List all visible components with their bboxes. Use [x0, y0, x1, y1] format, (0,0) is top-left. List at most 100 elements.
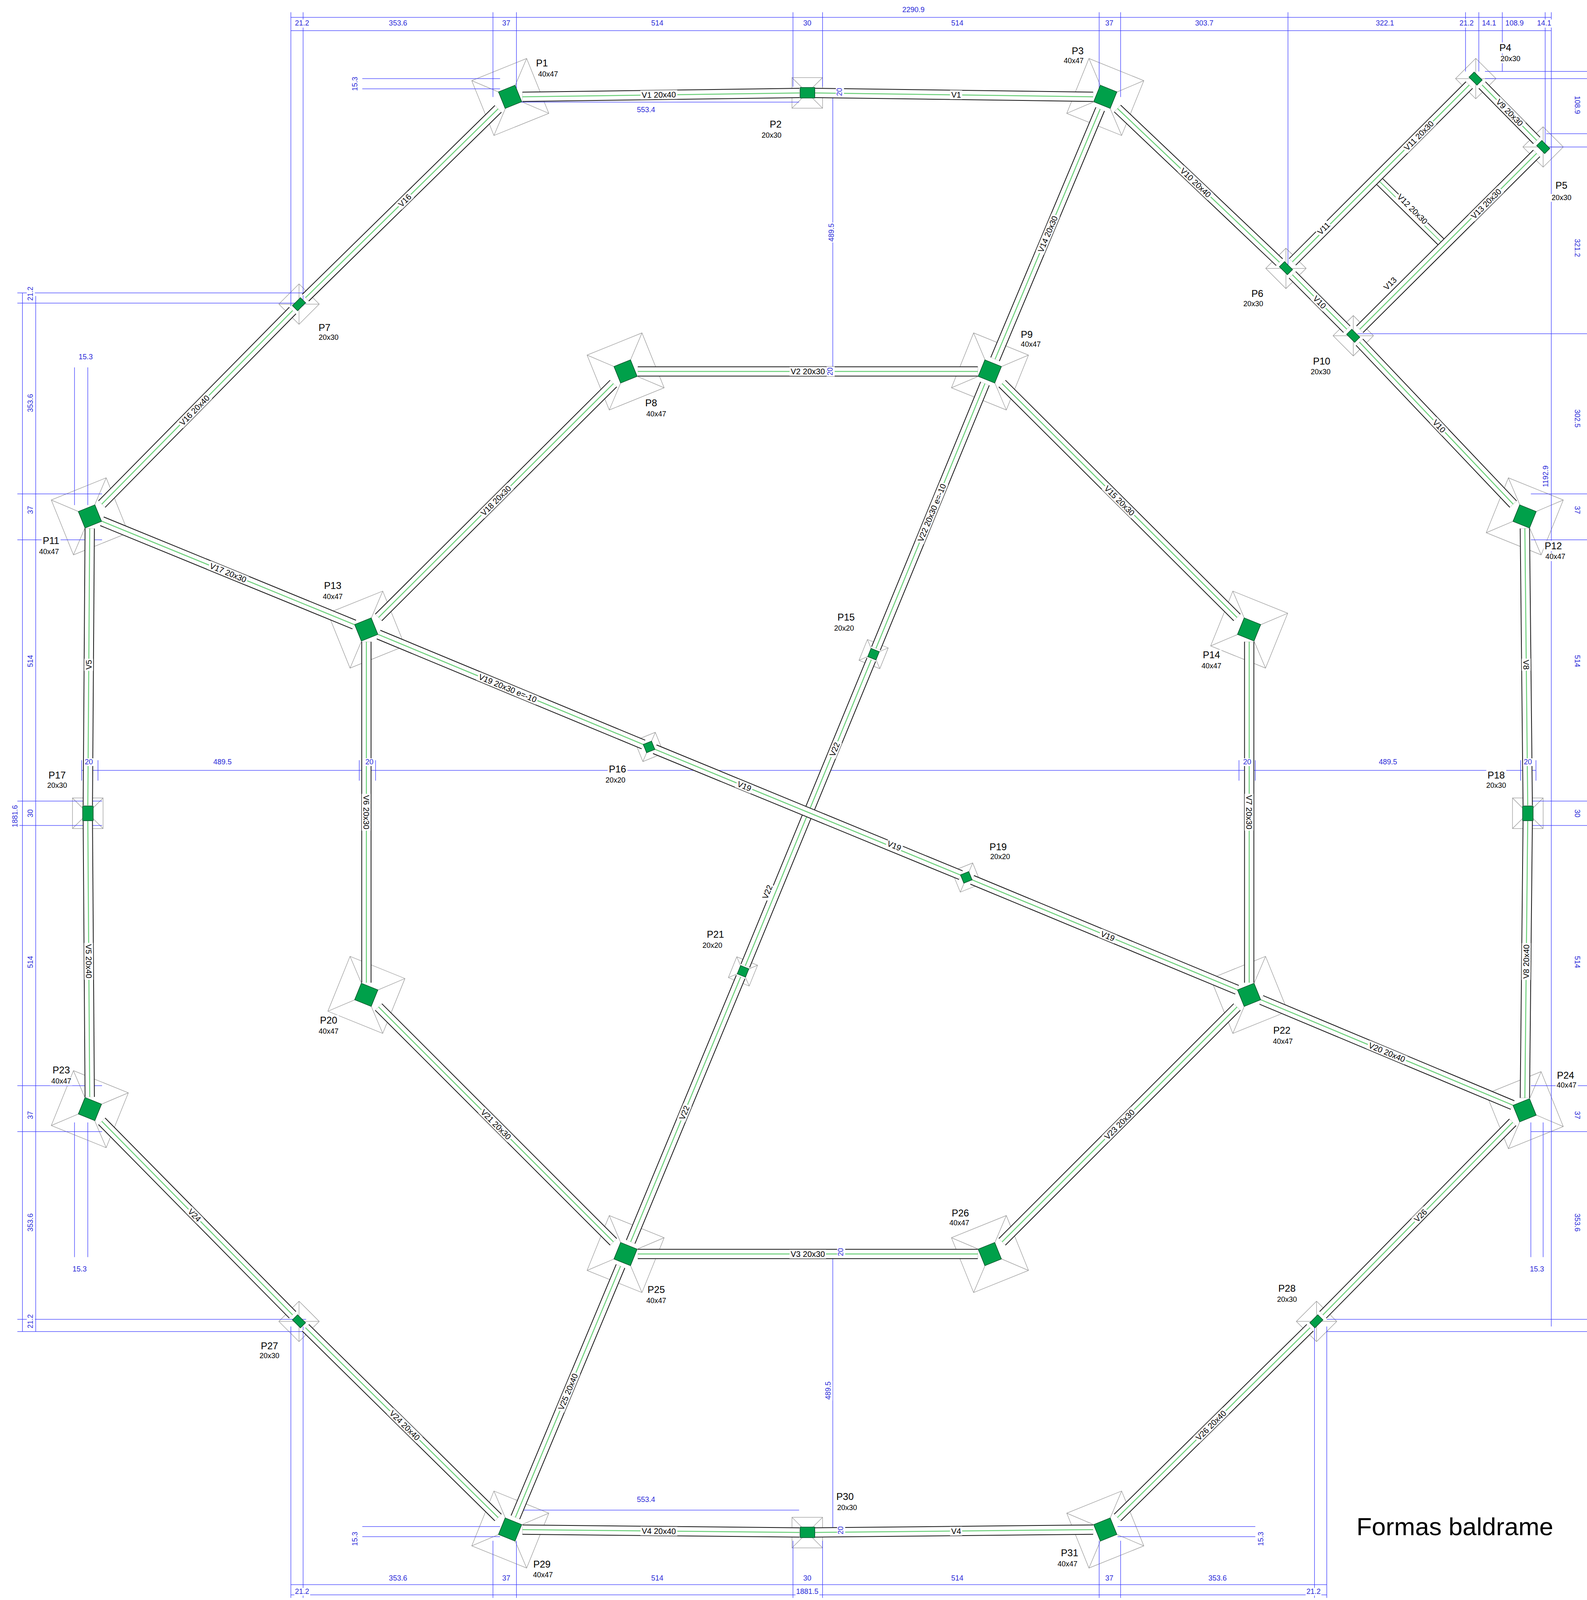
beam-fill	[305, 1328, 498, 1519]
pillar: P1240x47	[1512, 504, 1537, 529]
pillar-name: P26	[950, 1208, 971, 1219]
drawing-part	[290, 12, 1552, 1327]
pillar: P2120x20	[737, 965, 749, 978]
beam	[875, 383, 985, 649]
dimension-text: 489.5	[1377, 758, 1398, 767]
beam-label: V22	[677, 1103, 692, 1123]
beam-outline	[515, 1266, 621, 1518]
dimension-text: 353.6	[26, 1212, 35, 1233]
drawing-part	[520, 102, 800, 1511]
dimension-text: 14.1	[1536, 19, 1553, 28]
dimension-text: 353.6	[26, 393, 35, 413]
pillar-shape	[82, 805, 94, 822]
pillar-section	[643, 741, 656, 754]
beam	[305, 1328, 498, 1519]
drawing-part	[74, 367, 1544, 1258]
dimension-text: 302.5	[1572, 408, 1581, 429]
beam-label: V13 20x30	[1468, 185, 1504, 222]
pillar-shape	[77, 1097, 103, 1122]
pillar-section	[1309, 1315, 1324, 1329]
pillar-shape	[799, 87, 816, 99]
pillar-name: P6	[1250, 288, 1265, 300]
pillar-size: 40x47	[1019, 341, 1043, 350]
pillar: P2340x47	[77, 1097, 103, 1122]
pillar-section	[1093, 85, 1117, 109]
beam-label: V8 20x40	[1521, 943, 1532, 981]
pillar-size: 40x47	[50, 1077, 73, 1086]
dimension-text: 14.1	[1481, 19, 1498, 28]
dimension-text: 514	[650, 1574, 665, 1583]
beam-label: V26	[1411, 1206, 1430, 1226]
beam-label: V19 20x30 e=-10	[476, 671, 540, 705]
beam-fill	[1359, 153, 1537, 330]
beam-axis	[305, 108, 498, 298]
pillar-size: 20x30	[1275, 1296, 1299, 1305]
pillar-name: P24	[1555, 1070, 1576, 1081]
pillar-name: P12	[1543, 540, 1564, 552]
pillar: P1020x30	[1346, 329, 1360, 343]
beam-label: V22 20x30 e=-10	[915, 481, 949, 545]
dimension-text: 108.9	[1504, 19, 1525, 28]
pillar: P1340x47	[354, 617, 379, 642]
beam-axis	[875, 383, 985, 649]
beam	[1117, 108, 1280, 263]
dimension-text: 1881.6	[11, 804, 20, 829]
pillar-section	[1093, 1518, 1117, 1542]
pillar: P940x47	[977, 359, 1002, 384]
pillar-shape	[1236, 982, 1262, 1008]
beam-label: V20 20x40	[1366, 1040, 1408, 1066]
beam-axis	[378, 383, 614, 618]
beam-label: V6 20x30	[361, 794, 371, 831]
beam-label: V21 20x30	[478, 1106, 514, 1143]
dimension-text: 353.6	[388, 19, 408, 28]
beam-fill	[101, 310, 293, 505]
beam-label: V7 20x30	[1244, 794, 1254, 831]
dimension-text: 15.3	[77, 353, 94, 362]
beam-label: V1	[950, 90, 963, 100]
pillar-section	[354, 618, 379, 642]
pillar-section	[1279, 261, 1293, 276]
beam-axis	[1292, 85, 1470, 263]
dimension-lines	[17, 12, 1587, 1598]
beam-label: V11	[1315, 220, 1333, 238]
beam	[515, 1266, 621, 1518]
pillar-size: 40x47	[317, 1027, 340, 1036]
beam-label: V13	[1381, 274, 1400, 293]
pillar-shape	[292, 1315, 306, 1329]
pillar-shape	[1469, 72, 1483, 86]
dimension-text: 353.6	[1207, 1574, 1228, 1583]
pillar-section	[1346, 328, 1361, 343]
beam-fill	[637, 367, 978, 376]
beam-fill	[654, 749, 961, 876]
beam-outline	[654, 749, 961, 876]
pillar-shape	[292, 297, 306, 311]
dimension-text: 489.5	[824, 1381, 833, 1402]
pillar-shape	[643, 741, 655, 753]
pillar-name: P19	[988, 841, 1009, 853]
beam	[1292, 85, 1470, 263]
pillar-name: P22	[1271, 1025, 1292, 1036]
dimension-text: 514	[1572, 955, 1581, 970]
beam-fill	[1261, 1000, 1513, 1106]
dimension-text: 2290.9	[901, 6, 926, 15]
beam-label: V2 20x30	[789, 367, 827, 376]
beam-axis	[1117, 1328, 1310, 1519]
pillar-size: 40x47	[531, 1571, 555, 1580]
dimension-text: 489.5	[827, 222, 836, 243]
pillar-size: 20x30	[1242, 300, 1265, 309]
dimension-text: 1881.5	[795, 1588, 820, 1597]
beam-axis	[1359, 153, 1537, 330]
pillar: P2640x47	[977, 1242, 1002, 1267]
beam-axis	[101, 310, 293, 505]
pillar: P1140x47	[77, 504, 103, 529]
beam-v12	[1379, 181, 1442, 243]
beam	[1117, 1328, 1310, 1519]
pillar-name: P1	[534, 57, 549, 69]
beam-outline	[305, 1328, 498, 1519]
pillar-section	[292, 297, 306, 311]
pillar-section	[292, 1315, 306, 1329]
dimension-text: 489.5	[212, 758, 233, 767]
beam-axis	[630, 977, 741, 1243]
